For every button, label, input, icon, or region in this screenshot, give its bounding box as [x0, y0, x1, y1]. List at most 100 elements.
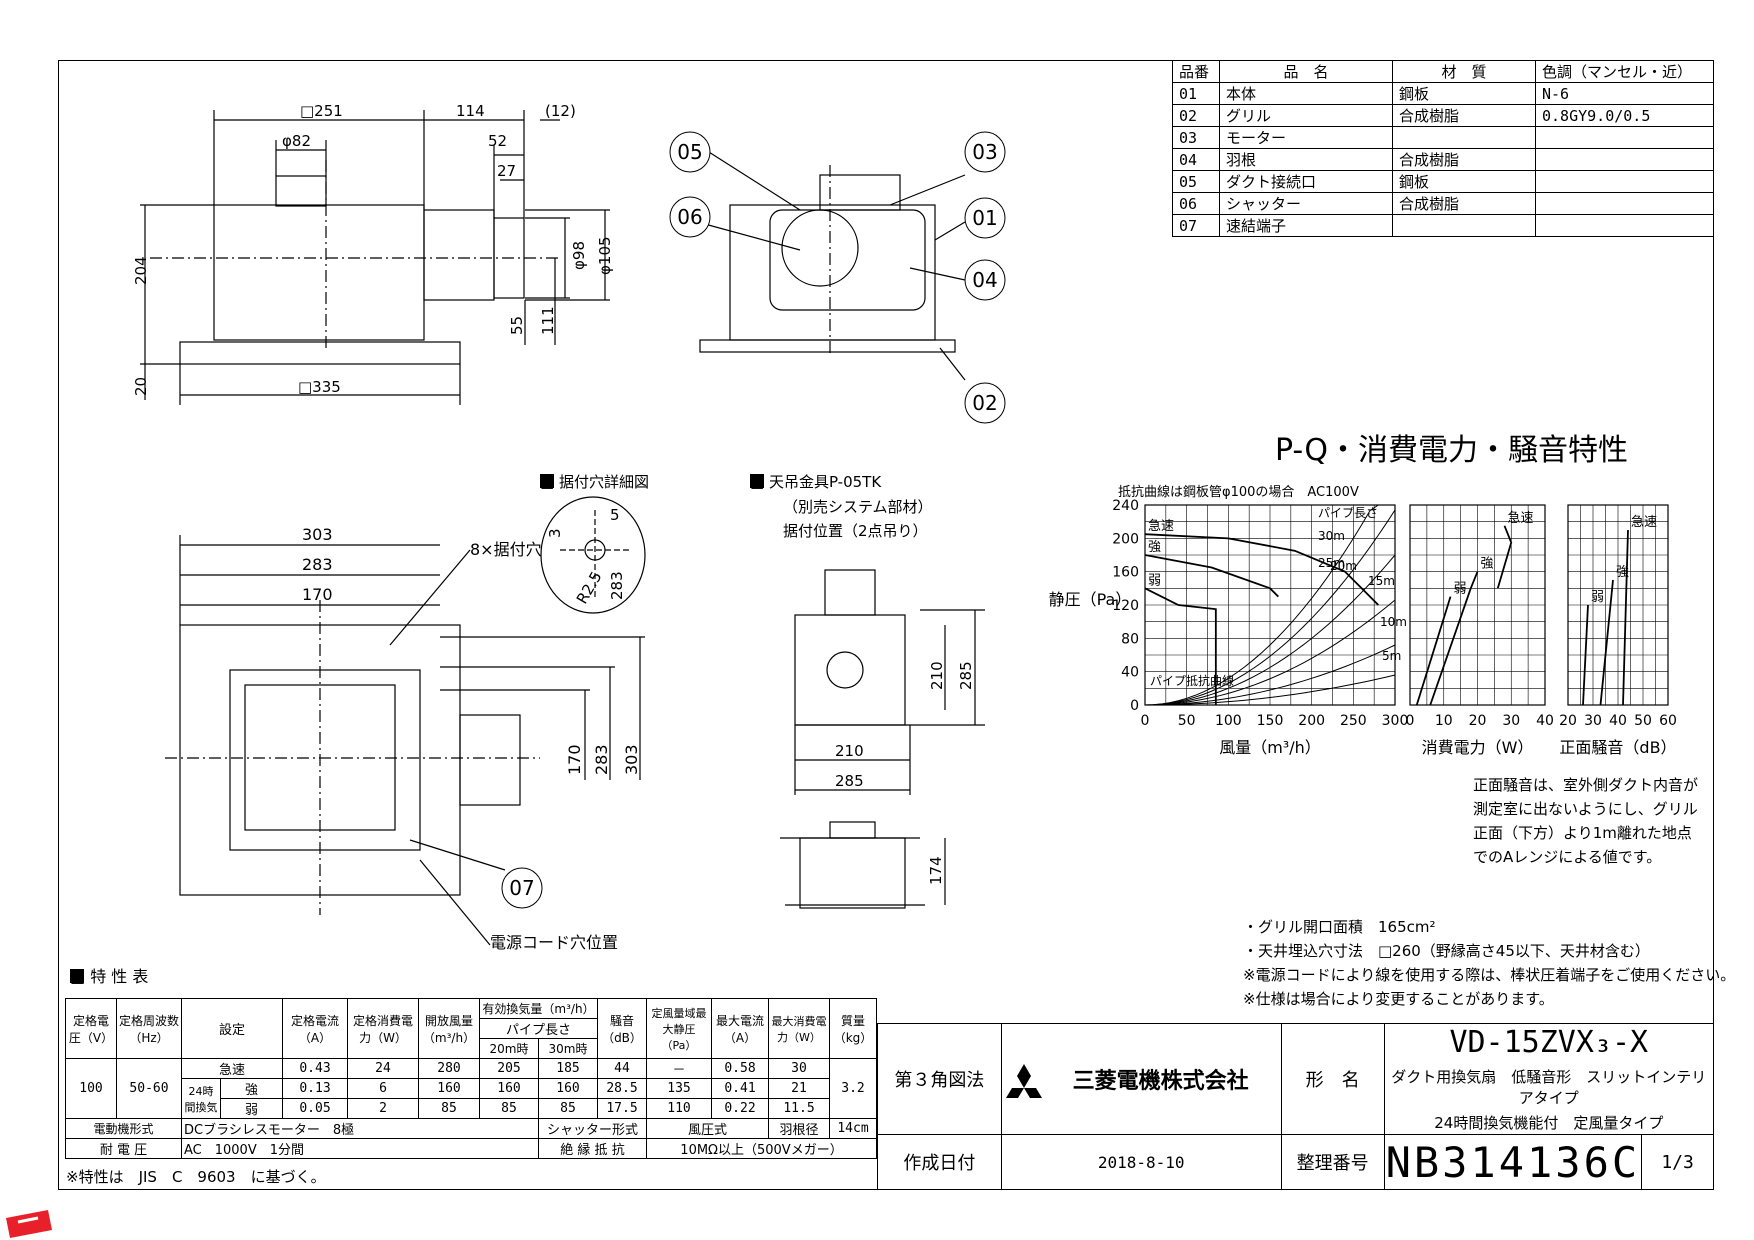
spec-h-maxpress: 定風量域最大静圧（Pa） — [646, 998, 712, 1059]
callout-circle — [669, 196, 711, 238]
chart-note-line: 正面騒音は、室外側ダクト内音が — [1473, 776, 1698, 794]
x-tick-label: 250 — [1340, 713, 1367, 729]
series-label: 強 — [1148, 540, 1161, 555]
mount-r25: R2.5 — [573, 568, 606, 607]
model-cell: VD-15ZVX₃-X ダクト用換気扇 低騒音形 スリットインテリアタイプ 24… — [1383, 1023, 1715, 1135]
title-row: 作成日付 2018-8-10 整理番号 NB314136C 1/3 — [877, 1134, 1714, 1190]
resistance-curve — [1144, 504, 1379, 706]
spec-h-maxcur: 最大電流（A） — [711, 998, 769, 1059]
dim-27: 27 — [497, 162, 516, 180]
dim-105: φ105 — [596, 236, 614, 275]
spec-cell: 110 — [646, 1098, 712, 1119]
x-tick-label: 0 — [1141, 713, 1150, 729]
resistance-curve — [1144, 509, 1396, 706]
y-tick-label: 200 — [1112, 531, 1139, 547]
dim-283: 283 — [302, 555, 333, 574]
table-row: 耐 電 圧 AC 1000V 1分間 絶 縁 抵 抗 10MΩ以上（500Vメガ… — [65, 1138, 877, 1159]
callout-01: 01 — [972, 206, 997, 230]
spec-cell: 185 — [538, 1058, 598, 1079]
spec-cell: 21 — [768, 1078, 830, 1099]
part-no: 04 — [1172, 148, 1220, 171]
series-line — [1496, 525, 1513, 589]
resistance-curve — [1144, 644, 1396, 706]
x-tick-label: 20 — [1469, 713, 1487, 729]
chart-note-line: 測定室に出ないようにし、グリル — [1473, 800, 1698, 818]
table-row: 100 50-60 急速 0.43 24 280 205 185 44 － 0.… — [65, 1058, 877, 1119]
top-pipe — [275, 175, 327, 207]
series-line — [1599, 579, 1614, 706]
hanger-view — [780, 569, 985, 909]
part-color — [1535, 214, 1714, 237]
y-tick-label: 40 — [1121, 665, 1139, 681]
spec-h-pipe: パイプ長さ — [479, 1018, 598, 1039]
spec-cell: 205 — [479, 1058, 539, 1079]
spec-h-mass: 質量（kg） — [829, 998, 877, 1059]
spec-cell: 160 — [418, 1078, 480, 1099]
title-row: 第３角図法 三菱電機株式会社 形 名 VD-15ZVX₃-X ダクト用換気扇 低… — [877, 1023, 1715, 1135]
part-material: 鋼板 — [1392, 170, 1536, 193]
spec-cell: 135 — [646, 1078, 712, 1099]
side-dim-labels: □251 114 (12) φ82 52 27 204 φ98 φ105 55 … — [132, 102, 614, 396]
spec-cell: 280 — [418, 1058, 480, 1079]
spec-cell: 0.05 — [282, 1098, 348, 1119]
spec-cell: 6 — [347, 1078, 419, 1099]
callout-02: 02 — [972, 391, 997, 415]
table-row: 電動機形式 DCブラシレスモーター 8極 シャッター形式 風圧式 羽根径 14c… — [65, 1118, 877, 1139]
spec-cell: － — [646, 1058, 712, 1079]
resistance-label: パイプ長さ — [1318, 506, 1378, 520]
hanger-note1: （別売システム部材） — [783, 498, 933, 516]
table-row: 24時間換気 強 0.13 6 160 160 160 28.5 135 0.4… — [66, 1078, 877, 1119]
duct-collar — [423, 209, 495, 301]
note-line: ・天井埋込穴寸法 □260（野縁高さ45以下、天井材含む） — [1243, 942, 1650, 960]
fan-body — [213, 204, 425, 341]
title-block: 第３角図法 三菱電機株式会社 形 名 VD-15ZVX₃-X ダクト用換気扇 低… — [877, 1023, 1715, 1190]
hanger-title: ■ 天吊金具P-05TK — [750, 473, 882, 491]
callout-circle — [964, 382, 1006, 424]
part-material: 合成樹脂 — [1392, 104, 1536, 127]
section-bullet — [70, 969, 84, 983]
resistance-label: 15m — [1368, 574, 1395, 588]
hanger-d285v: 285 — [957, 661, 975, 690]
callout-06: 06 — [677, 205, 702, 229]
spec-footnote: ※特性は JIS C 9603 に基づく。 — [66, 1168, 326, 1186]
resistance-label: 25m — [1318, 556, 1345, 570]
y-tick-label: 160 — [1112, 565, 1139, 581]
series-label: 強 — [1481, 557, 1494, 572]
x-tick-label: 0 — [1406, 713, 1415, 729]
x-tick-label: 40 — [1609, 713, 1627, 729]
motor-value: DCブラシレスモーター 8極 — [181, 1118, 539, 1139]
x-tick-label: 200 — [1298, 713, 1325, 729]
mount-d3: 3 — [546, 528, 564, 538]
x-tick-label: 30 — [1502, 713, 1520, 729]
spec-h-30m: 30m時 — [538, 1038, 598, 1059]
chart-note-line: 正面（下方）より1m離れた地点 — [1473, 824, 1692, 842]
hanger-d210v: 210 — [928, 661, 946, 690]
notes: ・グリル開口面積 165cm² ・天井埋込穴寸法 □260（野縁高さ45以下、天… — [1243, 918, 1735, 1008]
resistance-label: 30m — [1318, 529, 1345, 543]
blade-value: 14cm — [829, 1118, 877, 1139]
spec-mass: 3.2 — [829, 1058, 877, 1119]
part-no: 07 — [1172, 214, 1220, 237]
withstand-value: AC 1000V 1分間 — [181, 1138, 539, 1159]
x-axis-label: 正面騒音（dB） — [1559, 738, 1676, 757]
mounting-hole-detail — [540, 496, 646, 614]
dim-111: 111 — [539, 306, 557, 335]
dim-v303: 303 — [622, 744, 641, 775]
y-tick-label: 120 — [1112, 598, 1139, 614]
company-name: 三菱電機株式会社 — [1000, 1023, 1282, 1135]
x-tick-label: 100 — [1215, 713, 1242, 729]
chart-subtitle: 抵抗曲線は鋼板管φ100の場合 AC100V — [1118, 484, 1359, 500]
drawing-frame — [58, 60, 1714, 1190]
mount-d5: 5 — [610, 506, 620, 524]
spec-cell: 85 — [538, 1098, 598, 1119]
series-label: 弱 — [1454, 582, 1467, 597]
series-label: 急速 — [1631, 515, 1657, 530]
x-tick-label: 150 — [1257, 713, 1284, 729]
spec-setting: 強 — [220, 1078, 283, 1099]
callout-circle — [669, 131, 711, 173]
date-value: 2018-8-10 — [1000, 1134, 1282, 1190]
